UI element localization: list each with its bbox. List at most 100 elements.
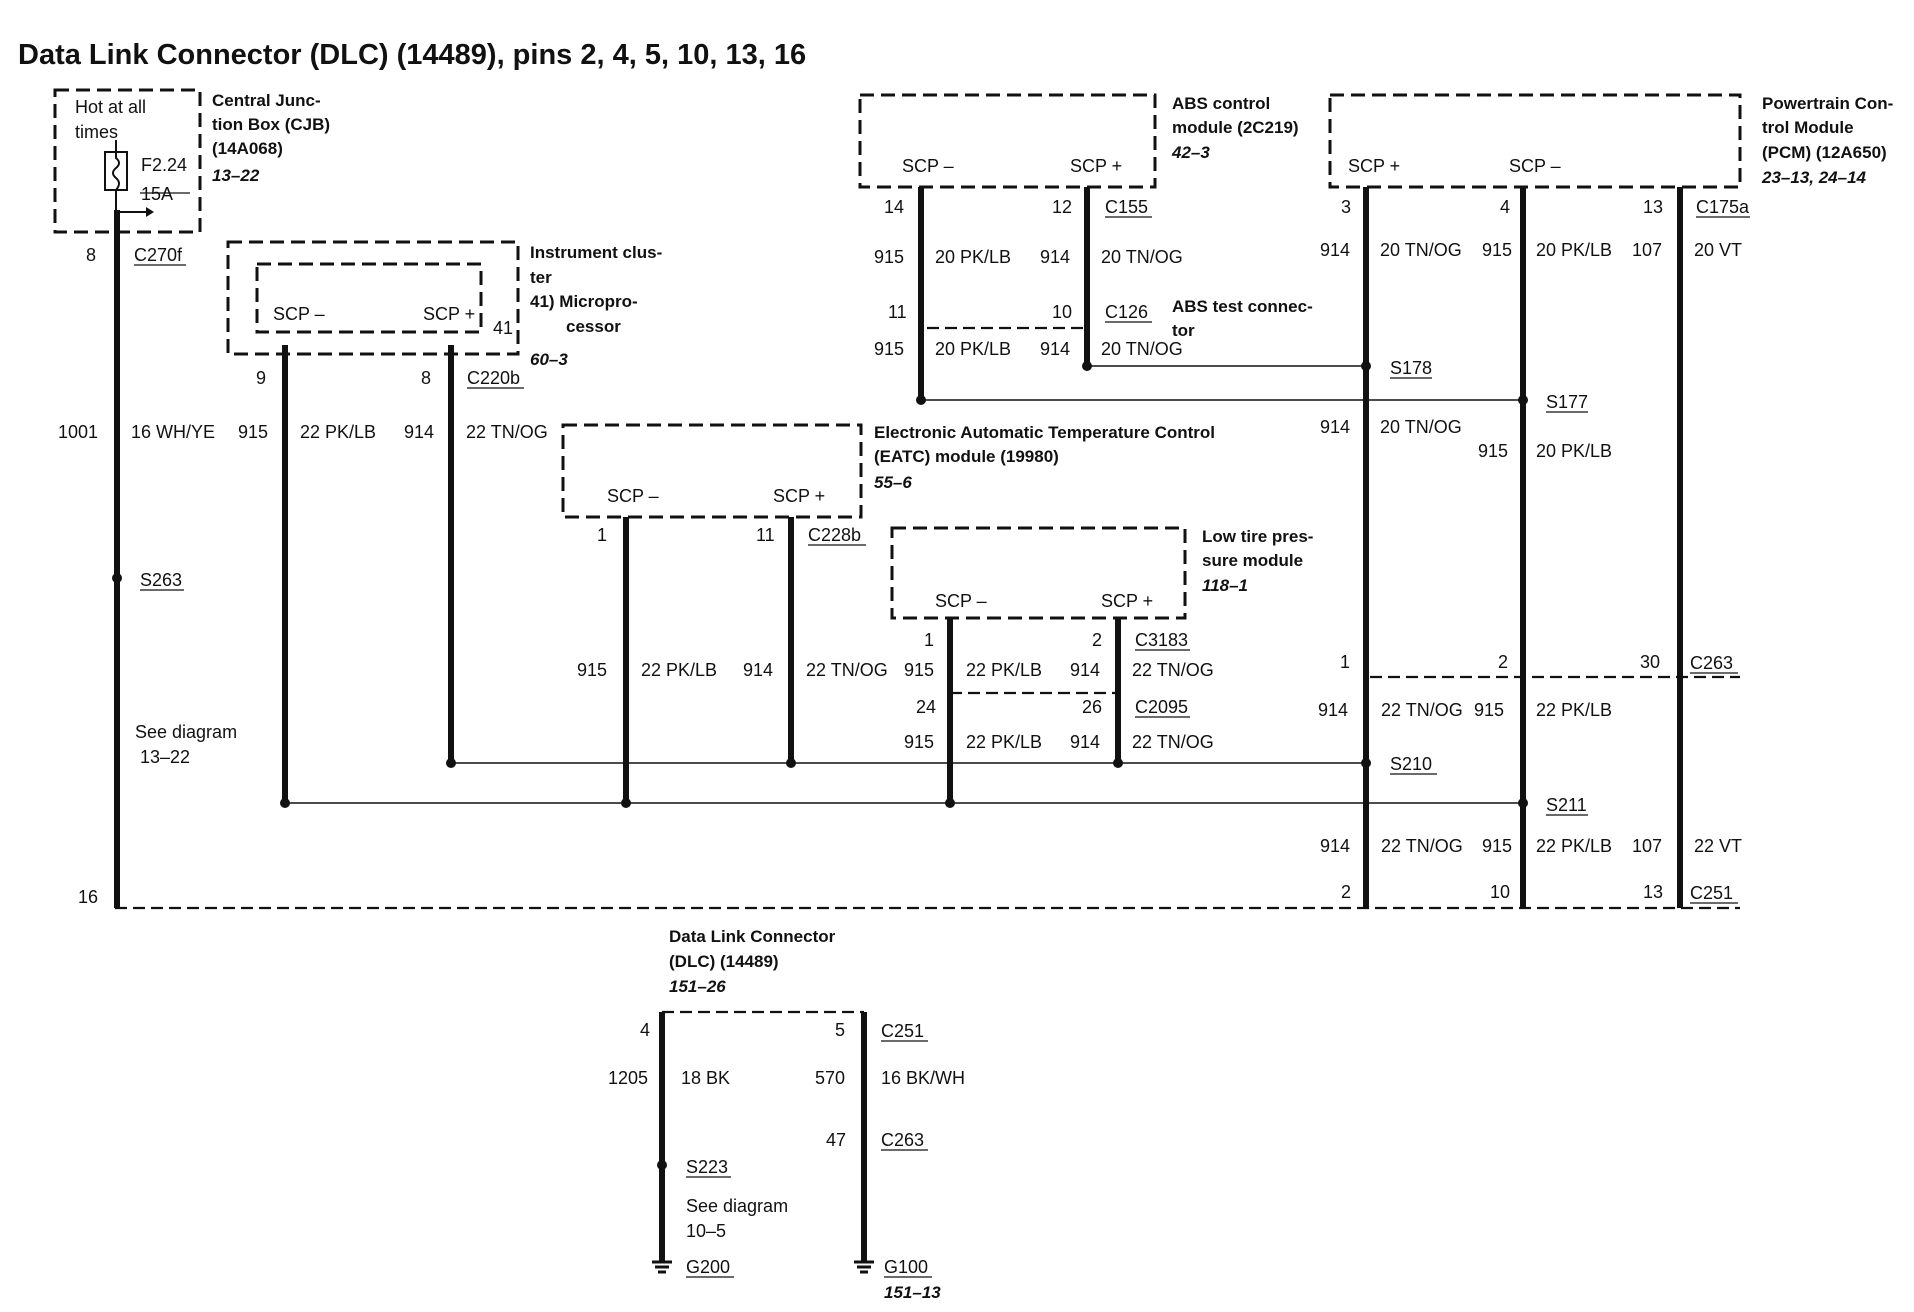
s178-left-dot [1082, 361, 1092, 371]
ic-name-2: ter [530, 268, 552, 287]
ltp-name-2: sure module [1202, 551, 1303, 570]
splice-s210: S210 [1390, 754, 1432, 774]
circuit-number: 915 [874, 247, 904, 267]
ic-name-1: Instrument clus- [530, 243, 662, 262]
pin-label: 4 [1500, 197, 1510, 217]
wire-spec: 18 BK [681, 1068, 730, 1088]
connector-c263-dlc: C263 [881, 1130, 924, 1150]
ground-g100-label: G100 [884, 1257, 928, 1277]
label-underlines [134, 192, 1750, 1278]
ltp-scp-pos: SCP + [1101, 591, 1153, 611]
circuit-number: 915 [577, 660, 607, 680]
ic-box [226, 240, 520, 356]
pin-label: 1 [1340, 652, 1350, 672]
pin-label: 30 [1640, 652, 1660, 672]
pcm-name-1: Powertrain Con- [1762, 94, 1893, 113]
abs-ref: 42–3 [1171, 143, 1210, 162]
note-see-diagram-a-2: 13–22 [140, 747, 190, 767]
ltp-name-1: Low tire pres- [1202, 527, 1313, 546]
s210-dot [1361, 758, 1371, 768]
ic-microprocessor-box [255, 262, 483, 334]
circuit-number: 914 [1070, 732, 1100, 752]
abs-test-name-2: tor [1172, 321, 1195, 340]
wire-spec: 20 PK/LB [1536, 240, 1612, 260]
ic-name-3: 41) Micropro- [530, 292, 638, 311]
circuit-number: 914 [404, 422, 434, 442]
circuit-number: 915 [904, 660, 934, 680]
circuit-number: 914 [1040, 247, 1070, 267]
note-see-diagram-b-1: See diagram [686, 1196, 788, 1216]
splice-s177: S177 [1546, 392, 1588, 412]
pin-label: 2 [1092, 630, 1102, 650]
abs-scp-pos: SCP + [1070, 156, 1122, 176]
circuit-number: 915 [238, 422, 268, 442]
cjb-name-2: tion Box (CJB) [212, 115, 330, 134]
abs-name-1: ABS control [1172, 94, 1270, 113]
pin-label: 10 [1052, 302, 1072, 322]
wire-spec: 22 PK/LB [641, 660, 717, 680]
eatc-box [561, 423, 863, 519]
pcm-name-3: (PCM) (12A650) [1762, 143, 1887, 162]
s177-dot [1518, 395, 1528, 405]
pcm-name-2: trol Module [1762, 118, 1854, 137]
eatc-scp-neg: SCP – [607, 486, 659, 506]
wire-spec: 20 PK/LB [935, 339, 1011, 359]
abs-name-2: module (2C219) [1172, 118, 1299, 137]
circuit-number: 915 [874, 339, 904, 359]
wire-spec: 20 PK/LB [1536, 441, 1612, 461]
wire-spec: 22 TN/OG [1132, 732, 1214, 752]
connector-c155: C155 [1105, 197, 1148, 217]
cjb-box [53, 88, 202, 234]
cjb-fuse-amp: 15A [141, 184, 173, 204]
wire-spec: 16 BK/WH [881, 1068, 965, 1088]
ic-scp-neg: SCP – [273, 304, 325, 324]
connector-c228b: C228b [808, 525, 861, 545]
circuit-number: 914 [1320, 417, 1350, 437]
pin-label: 26 [1082, 697, 1102, 717]
dlc-ref: 151–26 [669, 977, 726, 996]
circuit-number: 107 [1632, 240, 1662, 260]
s223-dot [657, 1160, 667, 1170]
fuse-f224-icon [104, 140, 154, 217]
splice-s211: S211 [1546, 795, 1587, 815]
circuit-number: 915 [904, 732, 934, 752]
circuit-number: 1205 [608, 1068, 648, 1088]
wire-spec: 20 PK/LB [935, 247, 1011, 267]
splice-s178: S178 [1390, 358, 1432, 378]
wire-spec: 16 WH/YE [131, 422, 215, 442]
splice-s223: S223 [686, 1157, 728, 1177]
cjb-hot-label-2: times [75, 122, 118, 142]
connector-c2095: C2095 [1135, 697, 1188, 717]
pin-label: 24 [916, 697, 936, 717]
pcm-scp-pos: SCP + [1348, 156, 1400, 176]
cjb-ref: 13–22 [212, 166, 260, 185]
pcm-box [1328, 93, 1742, 189]
splice-s263: S263 [140, 570, 182, 590]
pin-label: 1 [924, 630, 934, 650]
s210-eatc-dot [786, 758, 796, 768]
connector-c263-right: C263 [1690, 653, 1733, 673]
ground-g100-ref: 151–13 [884, 1283, 941, 1302]
wire-spec: 22 TN/OG [1381, 836, 1463, 856]
s177-left-dot [916, 395, 926, 405]
wire-spec: 22 PK/LB [1536, 836, 1612, 856]
circuit-number: 914 [1320, 836, 1350, 856]
circuit-number: 914 [1040, 339, 1070, 359]
pin-label: 11 [888, 302, 907, 322]
pin-label: 12 [1052, 197, 1072, 217]
ic-name-4: cessor [566, 317, 621, 336]
s211-ltp-dot [945, 798, 955, 808]
abs-test-name-1: ABS test connec- [1172, 297, 1313, 316]
pin-label: 3 [1341, 197, 1351, 217]
ltp-scp-neg: SCP – [935, 591, 987, 611]
wire-spec: 22 TN/OG [1381, 700, 1463, 720]
s263-dot [112, 573, 122, 583]
ground-g100-icon [854, 1260, 874, 1274]
wire-spec: 22 PK/LB [966, 660, 1042, 680]
circuit-number: 570 [815, 1068, 845, 1088]
pin-label: 1 [597, 525, 607, 545]
connector-c220b: C220b [467, 368, 520, 388]
cjb-name-3: (14A068) [212, 139, 283, 158]
connector-c251-dlc: C251 [881, 1021, 924, 1041]
diagram-title: Data Link Connector (DLC) (14489), pins … [18, 39, 806, 71]
